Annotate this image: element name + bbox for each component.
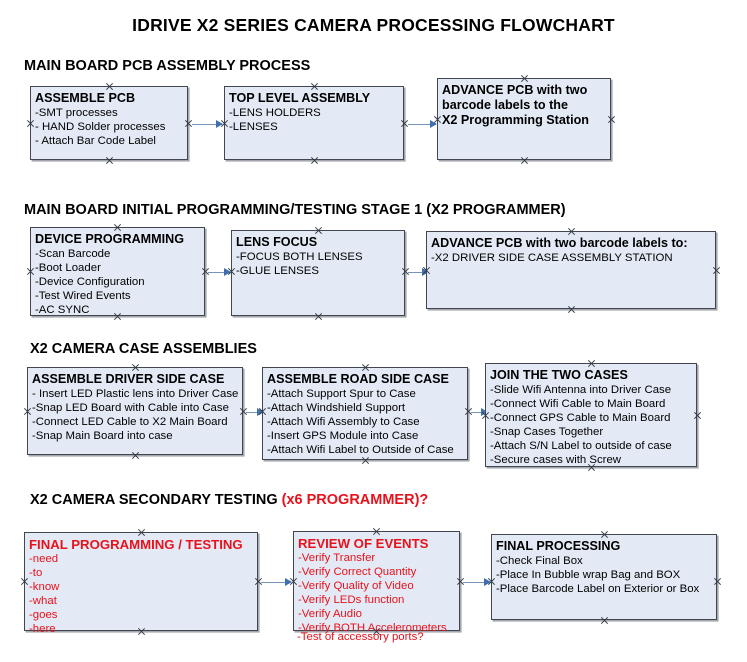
connector-road-case-to-join-cases [471,407,488,416]
connector-device-programming-to-lens-focus [208,267,231,276]
node-line: -Attach Support Spur to Case [267,388,416,400]
node-final-processing[interactable]: FINAL PROCESSING -Check Final Box -Place… [491,534,717,620]
node-line: -Snap Main Board into case [32,430,173,442]
node-advance-pcb-driver-side-case[interactable]: ADVANCE PCB with two barcode labels to: … [426,231,716,309]
connector-final-programming-to-review-of-events [261,577,292,586]
node-line: -Place In Bubble wrap Bag and BOX [496,569,681,581]
node-line: -Attach Wifi Label to Outside of Case [267,444,454,456]
node-line: -Attach S/N Label to outside of case [490,440,672,452]
section-heading-main-board-pcb-assembly: MAIN BOARD PCB ASSEMBLY PROCESS [24,58,310,74]
node-review-of-events[interactable]: REVIEW OF EVENTS -Verify Transfer -Verif… [293,531,460,634]
node-final-programming-testing[interactable]: FINAL PROGRAMMING / TESTING -need -to -k… [24,532,258,635]
node-line: -Connect Wifi Cable to Main Board [490,398,666,410]
node-title: JOIN THE TWO CASES [490,368,628,382]
section-heading-x2-camera-secondary-testing: X2 CAMERA SECONDARY TESTING (x6 PROGRAMM… [30,492,428,508]
node-line: -Check Final Box [496,555,583,567]
node-title: ASSEMBLE PCB [35,91,136,105]
node-line: -Verify BOTH Accelerometers [298,622,447,634]
connector-review-of-events-to-final-processing [463,577,491,586]
node-line: -AC SYNC [35,304,90,316]
node-line: -Verify Quality of Video [298,580,414,592]
node-line: -Attach Windshield Support [267,402,406,414]
node-assemble-road-side-case[interactable]: ASSEMBLE ROAD SIDE CASE -Attach Support … [262,367,468,460]
node-line: -Test Wired Events [35,290,131,302]
node-line: -Connect GPS Cable to Main Board [490,412,671,424]
node-line: - HAND Solder processes [35,121,166,133]
node-title: FINAL PROGRAMMING / TESTING [29,537,243,552]
node-line: -goes [29,609,58,621]
connector-assemble-pcb-to-top-level [192,119,223,128]
node-line: -GLUE LENSES [236,265,319,277]
node-line: -Insert GPS Module into Case [267,430,419,442]
node-line: -Place Barcode Label on Exterior or Box [496,583,700,595]
node-line: -LENS HOLDERS [229,107,321,119]
node-line: -LENSES [229,121,278,133]
node-join-the-two-cases[interactable]: JOIN THE TWO CASES -Slide Wifi Antenna i… [485,363,697,467]
node-line: -Attach Wifi Assembly to Case [267,416,420,428]
node-title: FINAL PROCESSING [496,539,621,553]
node-device-programming[interactable]: DEVICE PROGRAMMING -Scan Barcode -Boot L… [30,227,205,316]
node-line: -Slide Wifi Antenna into Driver Case [490,384,672,396]
node-line: - Attach Bar Code Label [35,135,156,147]
node-line: -SMT processes [35,107,118,119]
node-line: -Snap Cases Together [490,426,604,438]
node-line: -Scan Barcode [35,248,111,260]
node-line: -what [29,595,57,607]
page-title: IDRIVE X2 SERIES CAMERA PROCESSING FLOWC… [132,15,615,35]
node-line: -Connect LED Cable to X2 Main Board [32,416,228,428]
node-title: LENS FOCUS [236,235,318,249]
node-title: ASSEMBLE DRIVER SIDE CASE [32,372,225,386]
connector-lens-focus-to-advance-pcb [408,267,429,276]
node-overflow-line: -Test of accessory ports? [297,631,424,643]
node-line: -need [29,553,59,565]
node-line: -Verify Transfer [298,552,376,564]
node-line: -Boot Loader [35,262,101,274]
section-heading-text: MAIN BOARD INITIAL PROGRAMMING/TESTING S… [24,202,566,218]
node-line: -Device Configuration [35,276,145,288]
node-top-level-assembly[interactable]: TOP LEVEL ASSEMBLY -LENS HOLDERS -LENSES [224,86,404,160]
section-heading-text: MAIN BOARD PCB ASSEMBLY PROCESS [24,58,311,74]
node-line: -Secure cases with Screw [490,454,622,466]
node-line: -X2 DRIVER SIDE CASE ASSEMBLY STATION [431,252,673,264]
node-line: -know [29,581,60,593]
node-title: TOP LEVEL ASSEMBLY [229,91,371,105]
node-assemble-driver-side-case[interactable]: ASSEMBLE DRIVER SIDE CASE - Insert LED P… [27,367,243,455]
section-heading-x2-camera-case-assemblies: X2 CAMERA CASE ASSEMBLIES [30,341,257,357]
node-line: barcode labels to the [442,98,568,112]
connector-driver-case-to-road-case [246,407,264,416]
node-line: -Snap LED Board with Cable into Case [32,402,229,414]
node-line: - Insert LED Plastic lens into Driver Ca… [32,388,239,400]
node-line: -Verify Audio [298,608,362,620]
node-line: -to [29,567,43,579]
node-line: ADVANCE PCB with two [442,83,588,97]
node-line: -here [29,623,56,635]
node-lens-focus[interactable]: LENS FOCUS -FOCUS BOTH LENSES -GLUE LENS… [231,230,405,316]
node-title: REVIEW OF EVENTS [298,536,429,551]
section-heading-text: X2 CAMERA CASE ASSEMBLIES [30,341,257,357]
node-line: -FOCUS BOTH LENSES [236,251,363,263]
connector-top-level-to-advance-pcb [408,119,437,128]
section-heading-accent: (x6 PROGRAMMER)? [281,492,429,508]
node-advance-pcb-x2-programming-station[interactable]: ADVANCE PCB with two barcode labels to t… [437,78,611,160]
node-title: DEVICE PROGRAMMING [35,232,185,246]
node-line: -Verify LEDs function [298,594,405,606]
node-title: ASSEMBLE ROAD SIDE CASE [267,372,449,386]
section-heading-text: X2 CAMERA SECONDARY TESTING [30,492,282,508]
node-assemble-pcb[interactable]: ASSEMBLE PCB -SMT processes - HAND Solde… [30,86,188,160]
node-title: ADVANCE PCB with two barcode labels to: [431,236,688,250]
node-line: -Verify Correct Quantity [298,566,417,578]
section-heading-main-board-initial-programming: MAIN BOARD INITIAL PROGRAMMING/TESTING S… [24,202,566,218]
node-line: X2 Programming Station [442,113,589,127]
